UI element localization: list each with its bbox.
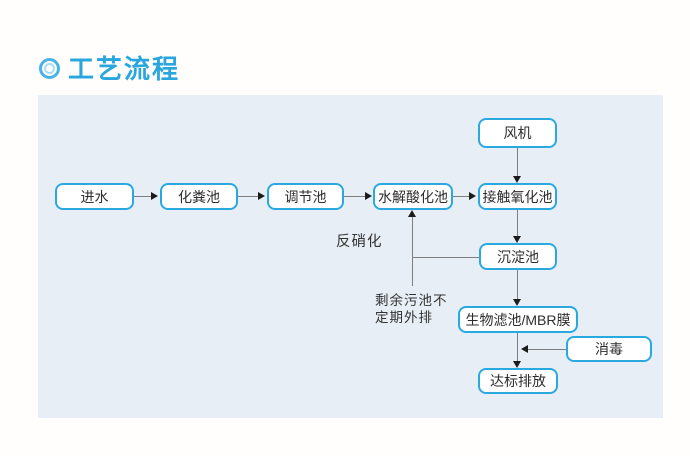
connector-disinfection-merge [528, 349, 566, 350]
connector-blower-contact [517, 148, 518, 176]
connector-sedimentation-biofilter [517, 270, 518, 299]
node-hydrolysis-tank: 水解酸化池 [373, 183, 453, 210]
connector-return-horizontal [412, 257, 479, 258]
connector-septic-regulating [238, 196, 258, 197]
arrowhead-down-icon [513, 361, 521, 368]
connector-biofilter-discharge [517, 333, 518, 361]
node-blower: 风机 [478, 118, 557, 148]
arrowhead-right-icon [258, 192, 265, 200]
arrowhead-up-icon [408, 210, 416, 217]
page-title: 工艺流程 [68, 54, 181, 84]
node-sedimentation: 沉淀池 [479, 243, 557, 270]
node-biofilter-mbr: 生物滤池/MBR膜 [458, 306, 578, 333]
label-denitrification: 反硝化 [336, 234, 383, 250]
node-contact-oxidation: 接触氧化池 [478, 183, 557, 210]
node-regulating-tank: 调节池 [267, 183, 344, 210]
arrowhead-down-icon [513, 176, 521, 183]
arrowhead-right-icon [151, 192, 158, 200]
arrowhead-right-icon [469, 192, 476, 200]
connector-hydrolysis-contact [453, 196, 469, 197]
double-ring-icon [39, 58, 60, 79]
connector-regulating-hydrolysis [344, 196, 365, 197]
node-septic-tank: 化粪池 [160, 183, 238, 210]
arrowhead-left-icon [521, 345, 528, 353]
node-discharge: 达标排放 [478, 368, 558, 394]
label-sludge-note-line1: 剩余污池不 [375, 293, 448, 308]
flowchart-panel: 风机 进水 化粪池 调节池 水解酸化池 接触氧化池 沉淀池 生物滤池/MBR膜 … [38, 95, 663, 418]
connector-contact-sedimentation [517, 210, 518, 236]
arrowhead-down-icon [513, 236, 521, 243]
arrowhead-down-icon [513, 299, 521, 306]
connector-inlet-septic [134, 196, 151, 197]
node-inlet-water: 进水 [55, 183, 134, 210]
arrowhead-right-icon [365, 192, 372, 200]
node-disinfection: 消毒 [566, 336, 652, 362]
label-sludge-note: 剩余污池不 定期外排 [375, 292, 448, 326]
label-sludge-note-line2: 定期外排 [375, 310, 433, 325]
connector-return-vertical [412, 217, 413, 286]
